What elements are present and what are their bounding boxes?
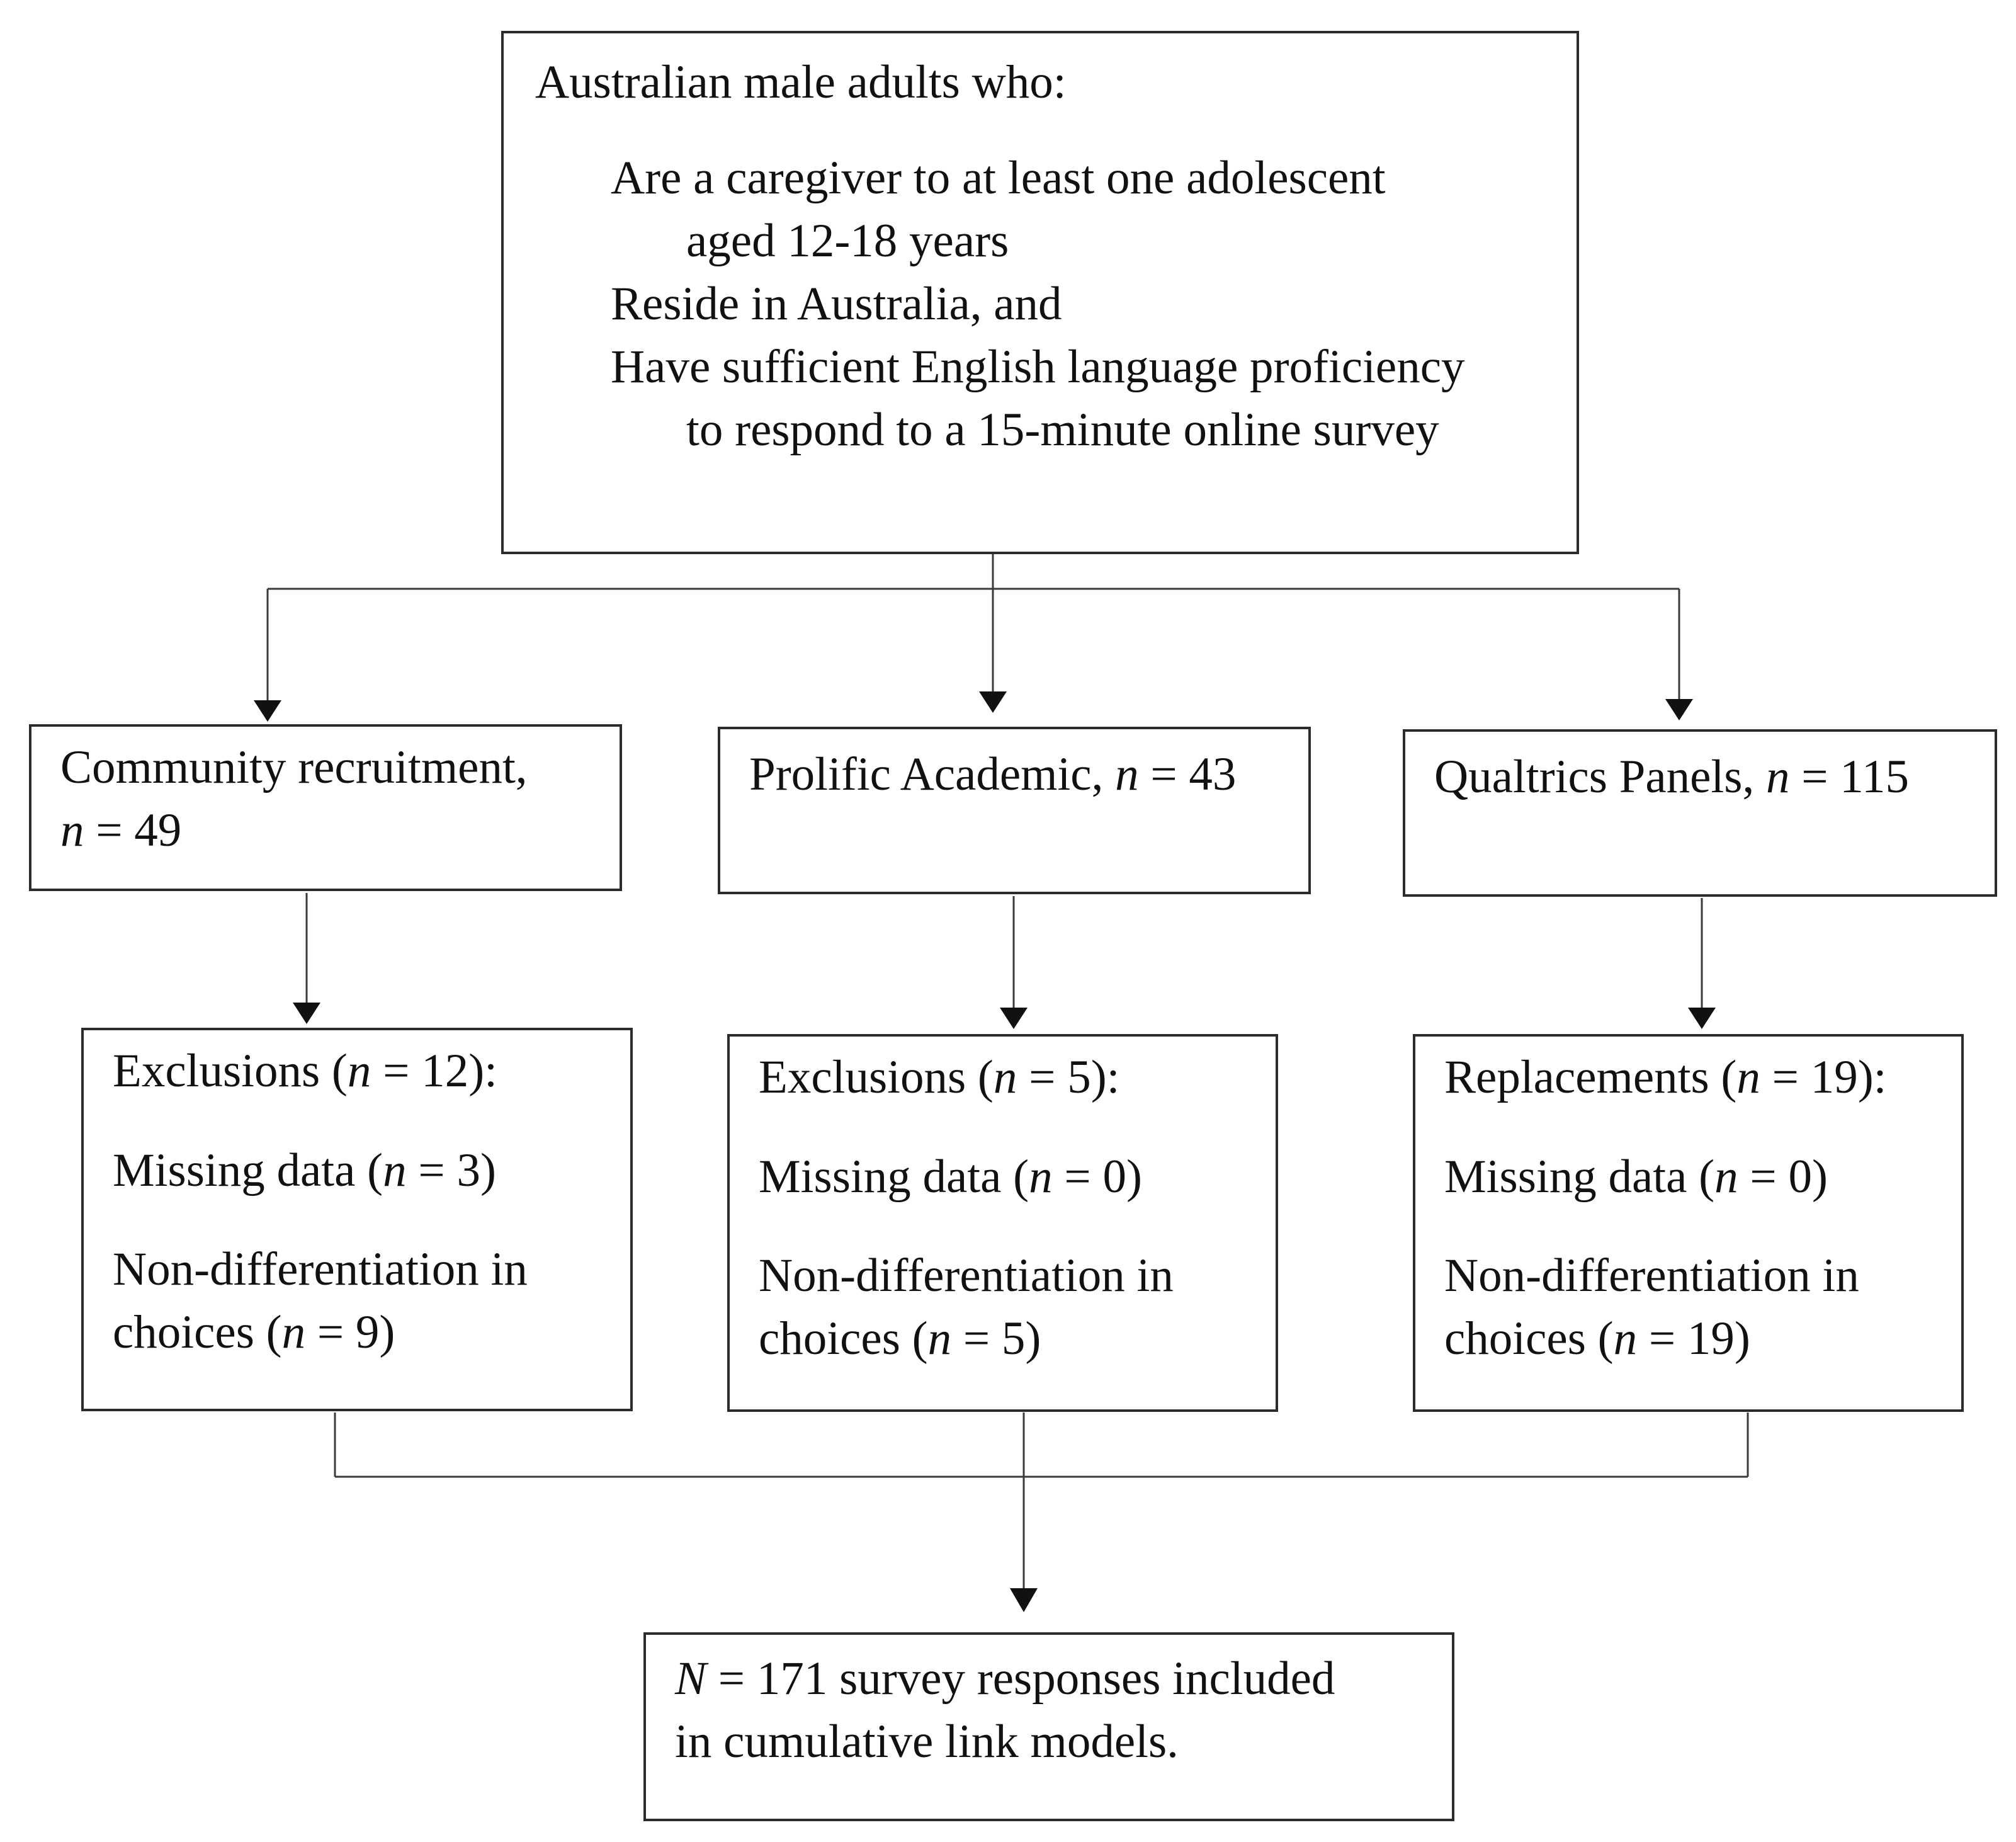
- final-line1: N = 171 survey responses included: [675, 1647, 1335, 1710]
- count-equals: = 49: [84, 804, 182, 856]
- title-count: = 5):: [1017, 1051, 1120, 1103]
- n-symbol: n: [1765, 751, 1790, 803]
- exclusions-prolific-box: Exclusions (n = 5): Missing data (n = 0)…: [727, 1034, 1278, 1412]
- nondiff-count: = 19): [1637, 1312, 1750, 1365]
- nondiff-line1: Non-differentiation in: [1444, 1249, 1859, 1302]
- n-symbol: n: [1115, 748, 1139, 800]
- nondiff-line1: Non-differentiation in: [113, 1243, 528, 1295]
- n-symbol: n: [347, 1045, 371, 1097]
- nondiff-text: choices (: [759, 1312, 928, 1365]
- branch-left-arrowhead: [254, 700, 281, 722]
- missing-data-line: Missing data (n = 0): [759, 1146, 1142, 1208]
- n-symbol: n: [993, 1051, 1017, 1103]
- source-qualtrics-label: Qualtrics Panels, n = 115: [1434, 746, 1909, 809]
- source-qualtrics-box: Qualtrics Panels, n = 115: [1403, 729, 1997, 897]
- nondiff-text: choices (: [113, 1306, 282, 1358]
- N-symbol: N: [675, 1652, 707, 1705]
- replacements-qualtrics-box: Replacements (n = 19): Missing data (n =…: [1413, 1034, 1964, 1412]
- missing-text: Missing data (: [113, 1144, 383, 1197]
- title-text: Exclusions (: [113, 1045, 348, 1097]
- source-qualtrics-name: Qualtrics Panels,: [1434, 751, 1766, 803]
- nondiff-text: choices (: [1444, 1312, 1614, 1365]
- missing-count: = 3): [406, 1144, 496, 1197]
- exclusions-title: Exclusions (n = 12):: [113, 1040, 497, 1103]
- exclusions-community-box: Exclusions (n = 12): Missing data (n = 3…: [81, 1028, 633, 1411]
- count-equals: = 43: [1138, 748, 1237, 800]
- source-prolific-label: Prolific Academic, n = 43: [749, 743, 1236, 806]
- n-symbol: n: [281, 1306, 306, 1358]
- n-symbol: n: [927, 1312, 952, 1365]
- source1-down-arrowhead: [293, 1003, 320, 1024]
- criterion-caregiver-line2: aged 12-18 years: [686, 215, 1009, 267]
- final-sample-box: N = 171 survey responses included in cum…: [643, 1632, 1454, 1821]
- source2-down-arrowhead: [1000, 1008, 1028, 1029]
- n-symbol: n: [1714, 1151, 1738, 1203]
- n-symbol: n: [383, 1144, 407, 1197]
- criterion-english-line1: Have sufficient English language profici…: [611, 341, 1465, 393]
- replacements-title: Replacements (n = 19):: [1444, 1046, 1887, 1109]
- missing-count: = 0): [1738, 1151, 1828, 1203]
- criterion-residence: Reside in Australia, and: [611, 278, 1062, 330]
- nondiff-line2: choices (n = 9): [113, 1301, 395, 1364]
- criterion-english-line2: to respond to a 15-minute online survey: [686, 404, 1439, 456]
- missing-data-line: Missing data (n = 3): [113, 1139, 496, 1202]
- source-community-label: Community recruitment,: [60, 741, 528, 793]
- eligibility-heading: Australian male adults who:: [535, 56, 1067, 108]
- final-count-text: = 171 survey responses included: [706, 1652, 1335, 1705]
- title-count: = 12):: [371, 1045, 498, 1097]
- missing-data-line: Missing data (n = 0): [1444, 1146, 1828, 1208]
- nondiff-line2: choices (n = 19): [1444, 1307, 1750, 1370]
- n-symbol: n: [60, 804, 84, 856]
- title-text: Replacements (: [1444, 1051, 1737, 1103]
- source-community-count: n = 49: [60, 799, 181, 862]
- eligibility-box: Australian male adults who: Are a caregi…: [501, 31, 1579, 554]
- missing-text: Missing data (: [1444, 1151, 1715, 1203]
- branch-right-arrowhead: [1665, 699, 1693, 720]
- criterion-caregiver-line1: Are a caregiver to at least one adolesce…: [611, 152, 1386, 204]
- missing-count: = 0): [1052, 1151, 1142, 1203]
- nondiff-line1: Non-differentiation in: [759, 1249, 1174, 1302]
- exclusions-title: Exclusions (n = 5):: [759, 1046, 1120, 1109]
- source3-down-arrowhead: [1688, 1008, 1716, 1029]
- n-symbol: n: [1613, 1312, 1638, 1365]
- source-prolific-name: Prolific Academic,: [749, 748, 1116, 800]
- nondiff-count: = 9): [305, 1306, 395, 1358]
- n-symbol: n: [1736, 1051, 1760, 1103]
- title-count: = 19):: [1760, 1051, 1887, 1103]
- final-stem-arrowhead: [1010, 1588, 1038, 1612]
- source-prolific-box: Prolific Academic, n = 43: [718, 727, 1311, 894]
- n-symbol: n: [1029, 1151, 1053, 1203]
- branch-center-arrowhead: [979, 691, 1007, 713]
- missing-text: Missing data (: [759, 1151, 1029, 1203]
- source-community-box: Community recruitment, n = 49: [29, 724, 622, 891]
- final-line2: in cumulative link models.: [675, 1715, 1179, 1768]
- nondiff-line2: choices (n = 5): [759, 1307, 1041, 1370]
- count-equals: = 115: [1789, 751, 1909, 803]
- title-text: Exclusions (: [759, 1051, 994, 1103]
- nondiff-count: = 5): [951, 1312, 1041, 1365]
